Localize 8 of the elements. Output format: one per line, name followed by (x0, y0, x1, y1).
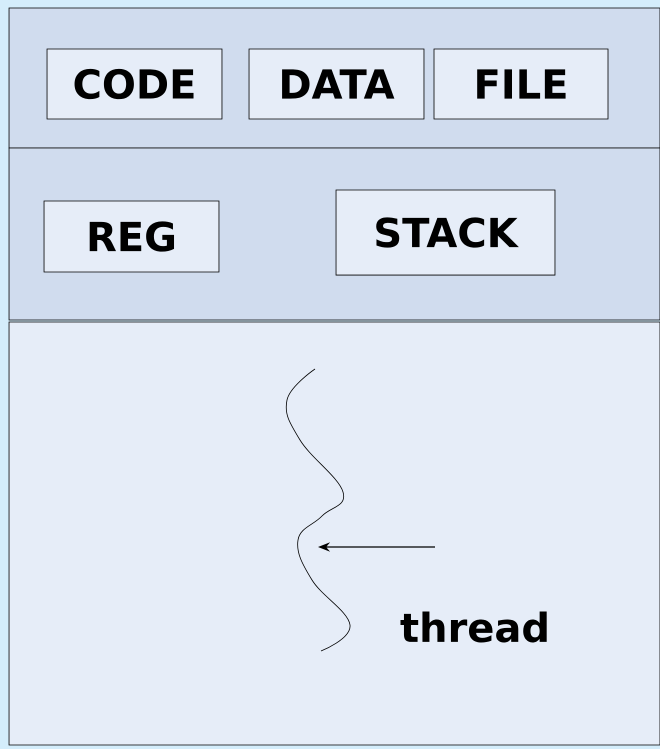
memory-box: REG (44, 200, 220, 272)
memory-box: STACK (336, 190, 556, 276)
memory-box: FILE (434, 48, 608, 120)
thread-label: thread (400, 612, 547, 642)
memory-box: CODE (46, 48, 222, 120)
wavy-line (286, 368, 350, 652)
memory-box: DATA (248, 48, 424, 120)
band (8, 322, 660, 746)
